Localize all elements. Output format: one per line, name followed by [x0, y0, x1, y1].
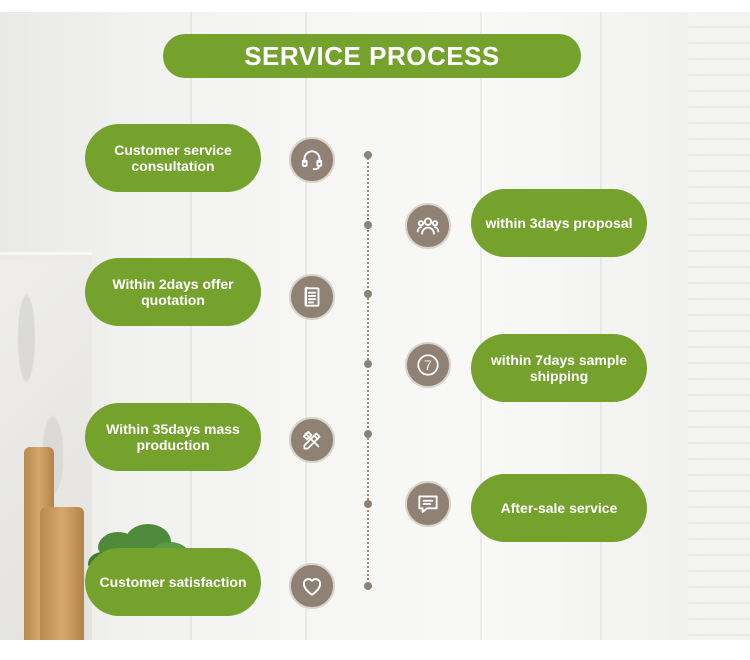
step-customer-service-consultation: Customer service consultation [85, 124, 261, 192]
wall-panel-edge [600, 12, 602, 640]
timeline-dot [364, 221, 372, 229]
wall-panel-edge [305, 12, 307, 640]
wall-panel-edge [480, 12, 482, 640]
number-7-glyph: 7 [424, 357, 432, 373]
wall-panel-edge [190, 12, 192, 640]
document-icon [289, 274, 335, 320]
window-blind [688, 12, 750, 640]
background-scene [0, 12, 750, 640]
timeline-dot [364, 290, 372, 298]
page-title: SERVICE PROCESS [163, 34, 581, 78]
step-within-2days-offer-quotation: Within 2days offer quotation [85, 258, 261, 326]
timeline-dot [364, 360, 372, 368]
cutting-board [40, 507, 84, 640]
timeline-dot [364, 430, 372, 438]
heart-icon [289, 563, 335, 609]
timeline-dot [364, 582, 372, 590]
number-7-icon: 7 [405, 342, 451, 388]
step-customer-satisfaction: Customer satisfaction [85, 548, 261, 616]
pencil-ruler-icon [289, 417, 335, 463]
timeline-dot [364, 151, 372, 159]
headset-icon [289, 137, 335, 183]
message-icon [405, 481, 451, 527]
users-icon [405, 203, 451, 249]
timeline-line [367, 154, 369, 588]
timeline-dot [364, 500, 372, 508]
step-within-7days-sample-shipping: within 7days sample shipping [471, 334, 647, 402]
step-within-35days-mass-production: Within 35days mass production [85, 403, 261, 471]
step-within-3days-proposal: within 3days proposal [471, 189, 647, 257]
step-after-sale-service: After-sale service [471, 474, 647, 542]
